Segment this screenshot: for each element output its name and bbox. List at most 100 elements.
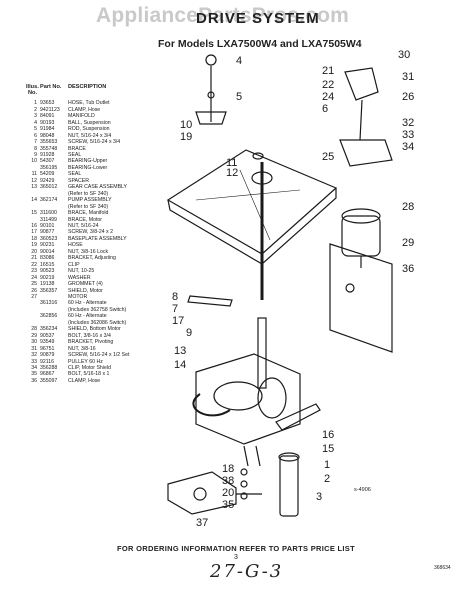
lower-shaft-part xyxy=(257,317,267,389)
row-description: SEAL xyxy=(68,171,82,178)
callout-35: 35 xyxy=(222,499,234,511)
baseplate-part xyxy=(166,149,338,255)
row-illus-no: 21 xyxy=(31,255,37,262)
callout-20: 20 xyxy=(222,487,234,499)
row-description: GROMMET (4) xyxy=(68,281,103,288)
gear-case-part xyxy=(195,353,301,445)
row-illus-no: 35 xyxy=(31,371,37,378)
row-description: NUT, 5/16-24 x 3/4 xyxy=(68,132,112,139)
page-title: DRIVE SYSTEM xyxy=(196,10,320,27)
row-illus-no: 11 xyxy=(31,171,37,178)
row-description: SEAL xyxy=(68,152,82,159)
header-description: DESCRIPTION xyxy=(68,84,107,90)
row-part-no: 90523 xyxy=(40,268,55,275)
row-part-no: 90877 xyxy=(40,229,55,236)
row-description: CLAMP, Hose xyxy=(68,377,101,384)
row-illus-no: 36 xyxy=(31,377,37,384)
callout-36: 36 xyxy=(402,263,414,275)
callout-21: 21 xyxy=(322,65,334,77)
row-part-no: 311499 xyxy=(40,216,57,223)
callout-33: 33 xyxy=(402,129,414,141)
row-description: SPACER xyxy=(68,177,89,184)
row-part-no: 84091 xyxy=(40,113,55,120)
figure-note: s-4906 xyxy=(354,487,371,493)
tub-outlet-hose-part xyxy=(279,455,299,517)
pivoting-bracket-part xyxy=(344,67,379,101)
row-part-no: 355097 xyxy=(40,377,58,384)
callout-17: 17 xyxy=(172,315,184,327)
callout-14: 14 xyxy=(174,359,186,371)
callout-31: 31 xyxy=(402,71,414,83)
callout-19: 19 xyxy=(180,131,192,143)
row-illus-no: 16 xyxy=(31,223,37,230)
header-illus-no: Illus. No. xyxy=(26,84,39,97)
parts-list-row: (Includes 362086 Switch) xyxy=(26,320,186,326)
callout-38: 38 xyxy=(222,475,234,487)
row-part-no: 92429 xyxy=(40,177,55,184)
row-description: BEARING-Upper xyxy=(68,158,108,165)
callout-37: 37 xyxy=(196,517,208,529)
row-illus-no: 5 xyxy=(34,126,37,133)
motor-shield-part xyxy=(329,243,393,353)
manifold-part xyxy=(167,471,237,515)
callout-16: 16 xyxy=(322,429,334,441)
suspension-ball-part xyxy=(205,54,217,66)
callout-5: 5 xyxy=(236,91,242,103)
row-description: NUT, 3/8-16 Lock xyxy=(68,248,109,255)
row-part-no: 96867 xyxy=(40,371,55,378)
row-description: NUT, 5/16-24 xyxy=(68,223,99,230)
row-part-no: 311600 xyxy=(40,210,57,217)
row-illus-no: 28 xyxy=(31,326,37,333)
callout-8: 8 xyxy=(172,291,178,303)
row-description: MOTOR xyxy=(68,294,88,300)
row-part-no: 356357 xyxy=(40,287,58,294)
sheet-reference: 27-G-3 xyxy=(210,561,284,582)
row-part-no: 90231 xyxy=(40,242,55,249)
row-illus-no: 24 xyxy=(31,274,37,281)
row-illus-no: 18 xyxy=(31,235,37,242)
row-description: BEARING-Lower xyxy=(68,164,108,171)
callout-7: 7 xyxy=(172,303,178,315)
callout-22: 22 xyxy=(322,79,334,91)
row-description: BRACE xyxy=(68,145,86,152)
row-illus-no: 34 xyxy=(31,364,37,371)
row-illus-no: 8 xyxy=(34,145,37,152)
row-part-no: 362174 xyxy=(40,197,58,204)
callout-6: 6 xyxy=(322,103,328,115)
row-illus-no: 29 xyxy=(31,332,37,339)
ordering-footer: FOR ORDERING INFORMATION REFER TO PARTS … xyxy=(117,544,355,553)
row-description: BOLT, 5/16-18 x 1 xyxy=(68,371,110,378)
row-description: BRACKET, Adjusting xyxy=(68,255,116,262)
row-part-no: 355653 xyxy=(40,139,58,146)
row-description: SHIELD, Bottom Motor xyxy=(68,326,121,333)
row-part-no: 54307 xyxy=(40,158,55,165)
row-illus-no: 26 xyxy=(31,287,37,294)
callout-2: 2 xyxy=(324,473,330,485)
parts-list-row: (Refer to SF 340) xyxy=(26,191,186,197)
callout-25: 25 xyxy=(322,151,334,163)
row-description: PUMP ASSEMBLY xyxy=(68,197,112,204)
document-code: 368634 xyxy=(434,565,451,571)
callout-28: 28 xyxy=(402,201,414,213)
row-illus-no: 12 xyxy=(31,177,37,184)
row-description: WASHER xyxy=(68,274,91,281)
